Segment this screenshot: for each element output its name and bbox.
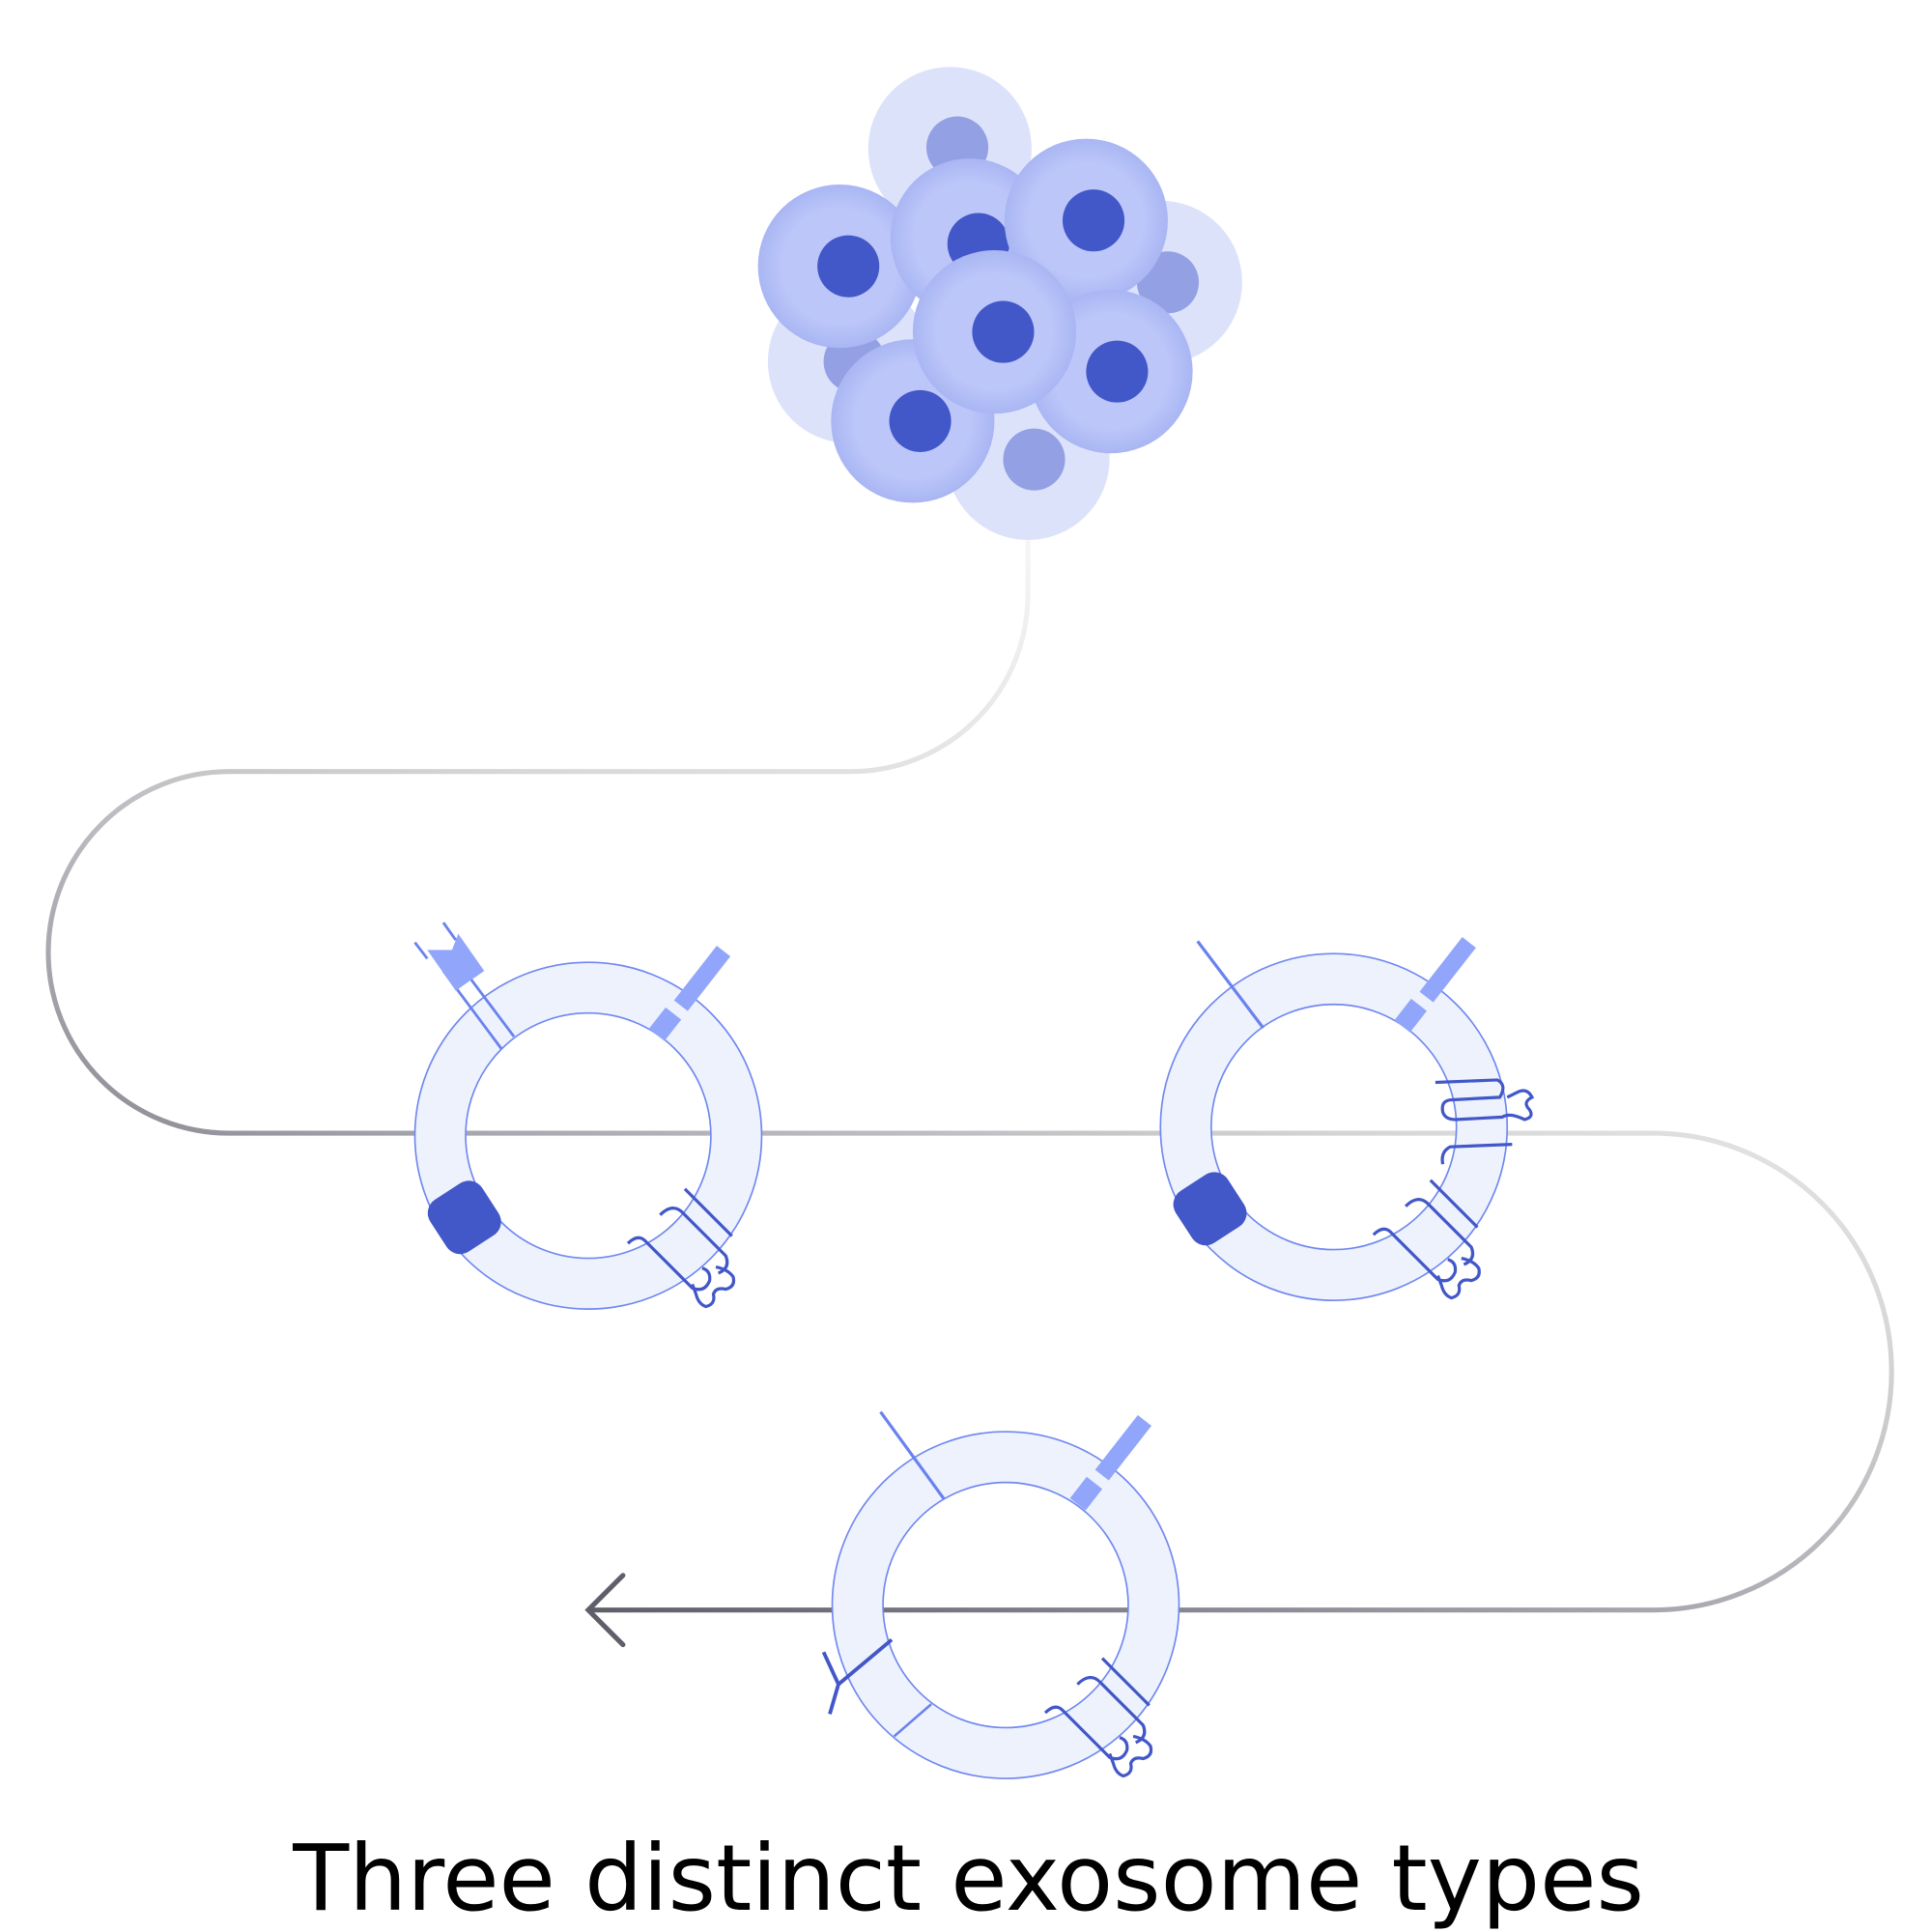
receptor-protein	[1196, 940, 1264, 1030]
exosome-type-3	[821, 1410, 1180, 1779]
cargo-protein	[1173, 1172, 1247, 1246]
transmembrane-protein	[626, 1187, 736, 1309]
cell-cluster	[757, 67, 1242, 540]
tetraspanin-marker	[1394, 937, 1476, 1033]
transmembrane-protein	[1372, 1078, 1535, 1300]
tetraspanin-marker	[648, 946, 731, 1041]
foreground-cells	[757, 138, 1193, 503]
cargo-protein	[427, 1180, 501, 1255]
exosome-type-1	[413, 922, 763, 1310]
receptor-protein	[879, 1410, 946, 1500]
receptor-protein	[413, 922, 516, 1050]
transmembrane-protein	[1043, 1657, 1153, 1778]
diagram-title: Three distinct exosome types	[292, 1826, 1644, 1932]
tetraspanin-marker	[1069, 1414, 1151, 1511]
arrowhead-icon	[584, 1573, 626, 1648]
exosome-type-2	[1159, 937, 1535, 1301]
flow-path	[45, 538, 1894, 1613]
antibody-marker	[821, 1637, 932, 1738]
